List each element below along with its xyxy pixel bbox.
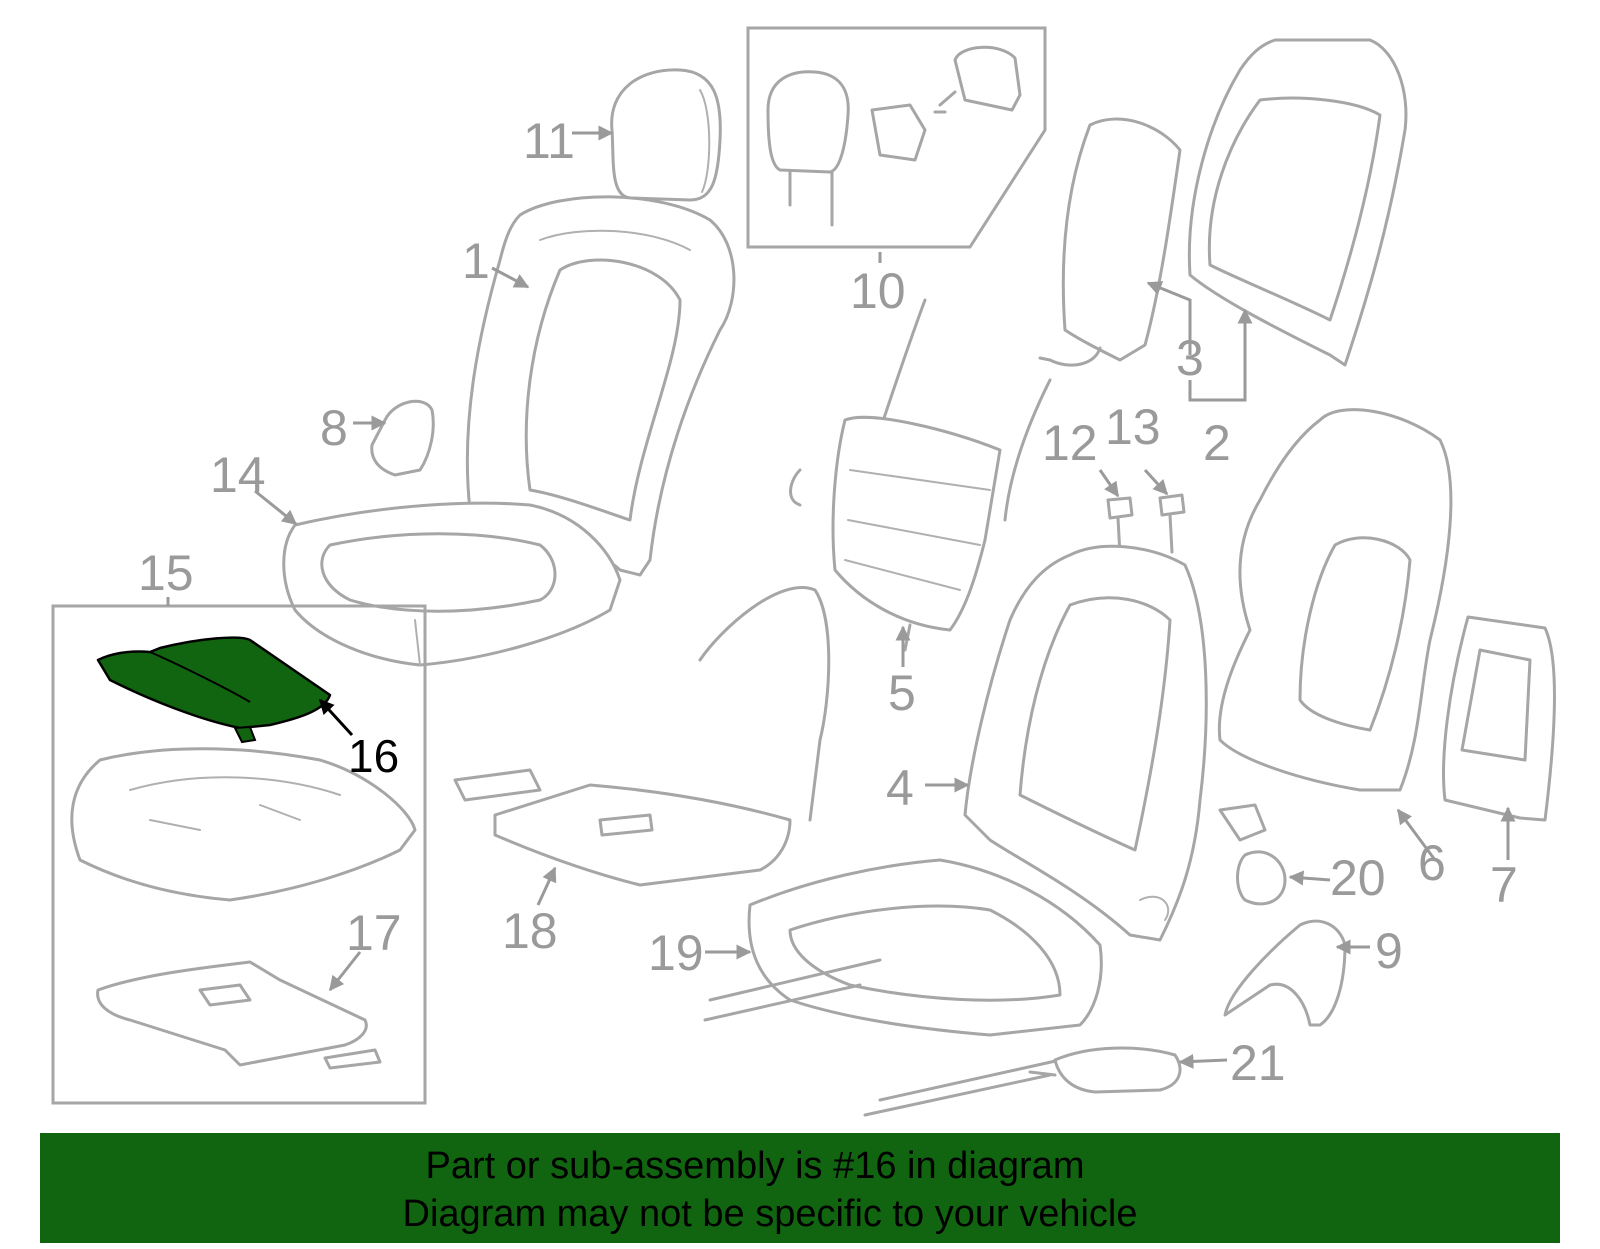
headrest-kit-part (746, 26, 1047, 249)
callout-19: 19 (648, 925, 704, 981)
callout-12: 12 (1042, 415, 1098, 471)
callout-14: 14 (210, 447, 266, 503)
seat-switch-part (1053, 1046, 1182, 1094)
cushion-assembly-box (51, 604, 427, 1105)
callout-20: 20 (1330, 850, 1386, 906)
callout-11: 11 (523, 113, 575, 169)
seat-back-frame-part (963, 544, 1208, 942)
callout-21: 21 (1230, 1035, 1286, 1091)
callout-4: 4 (886, 760, 914, 816)
headrest-guide-part (1106, 493, 1186, 557)
callout-1: 1 (462, 233, 490, 289)
callout-18: 18 (502, 903, 558, 959)
seat-back-cover-part (465, 195, 736, 577)
cushion-pad-part (70, 747, 417, 902)
callout-3: 3 (1176, 330, 1204, 386)
callout-6: 6 (1418, 835, 1446, 891)
back-trim-panel-part (1217, 408, 1453, 792)
seat-track-frame-part (703, 858, 1103, 1117)
seat-back-pad-part (1038, 117, 1182, 367)
callout-16-highlighted: 16 (348, 730, 399, 782)
headrest-part (610, 68, 722, 202)
seat-back-panel-part (1187, 38, 1408, 367)
callout-7: 7 (1490, 857, 1518, 913)
callout-8: 8 (320, 400, 348, 456)
callout-13: 13 (1105, 399, 1161, 455)
banner-line-2: Diagram may not be specific to your vehi… (402, 1193, 1138, 1235)
heater-mat-part (789, 298, 1052, 652)
disclaimer-banner: Part or sub-assembly is #16 in diagram D… (40, 1133, 1560, 1243)
cushion-support-part (453, 586, 831, 887)
callout-9: 9 (1375, 923, 1403, 979)
callout-5: 5 (888, 665, 916, 721)
cushion-heater-element-highlighted (96, 636, 332, 744)
trim-bracket-part (370, 399, 435, 477)
callout-17: 17 (346, 905, 402, 961)
callout-15: 15 (138, 545, 194, 601)
banner-line-1: Part or sub-assembly is #16 in diagram (425, 1145, 1085, 1187)
callout-10: 10 (850, 263, 906, 319)
motor-part (1218, 803, 1287, 906)
side-shield-part (1223, 919, 1347, 1027)
cushion-pan-part (96, 960, 382, 1070)
map-pocket-part (1442, 615, 1556, 822)
callout-2: 2 (1203, 415, 1231, 471)
seat-cushion-cover-part (282, 501, 622, 667)
